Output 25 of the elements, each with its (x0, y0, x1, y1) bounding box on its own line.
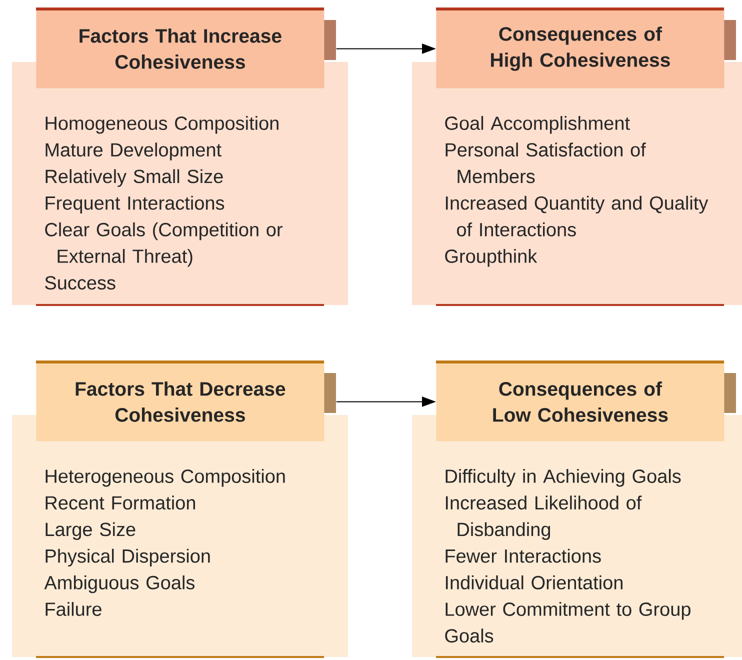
list-item: Relatively Small Size (46, 169, 223, 187)
list-item: Groupthink (445, 249, 538, 267)
header-box: Consequences of High Cohesiveness (436, 9, 724, 88)
list-item: Frequent Interactions (46, 196, 224, 214)
list-item: Large Size (46, 522, 136, 540)
list-item: Physical Dispersion (46, 548, 210, 567)
list-item: Mature Development (46, 142, 222, 160)
header-box: Factors That Increase Cohesiveness (36, 9, 324, 88)
list-item: Individual Orientation (446, 575, 622, 590)
list-item: Increased Likelihood of Disbanding (446, 496, 642, 540)
header-box: Factors That Decrease Cohesiveness (36, 362, 324, 442)
list-item: Clear Goals (Competition or External Threat) (45, 222, 282, 267)
list-item: Difficulty in Achieving Goals (446, 469, 681, 487)
list-item: Personal Satisfaction of Members (446, 142, 646, 184)
list-item: Success (45, 276, 116, 290)
list-item: Goal Accomplishment (445, 116, 630, 134)
list-item: Fewer Interactions (446, 548, 601, 563)
list-item: Heterogeneous Composition (46, 469, 285, 487)
header-box: Consequences of Low Cohesiveness (436, 362, 724, 442)
list-item: Failure (46, 602, 102, 616)
list-item: Ambiguous Goals (44, 575, 194, 594)
list-item: Lower Commitment to Group Goals (445, 602, 690, 643)
list-item: Recent Formation (46, 496, 195, 510)
list-item: Homogeneous Composition (46, 116, 278, 134)
list-item: Increased Quantity and Quality of Interactions (446, 196, 708, 236)
